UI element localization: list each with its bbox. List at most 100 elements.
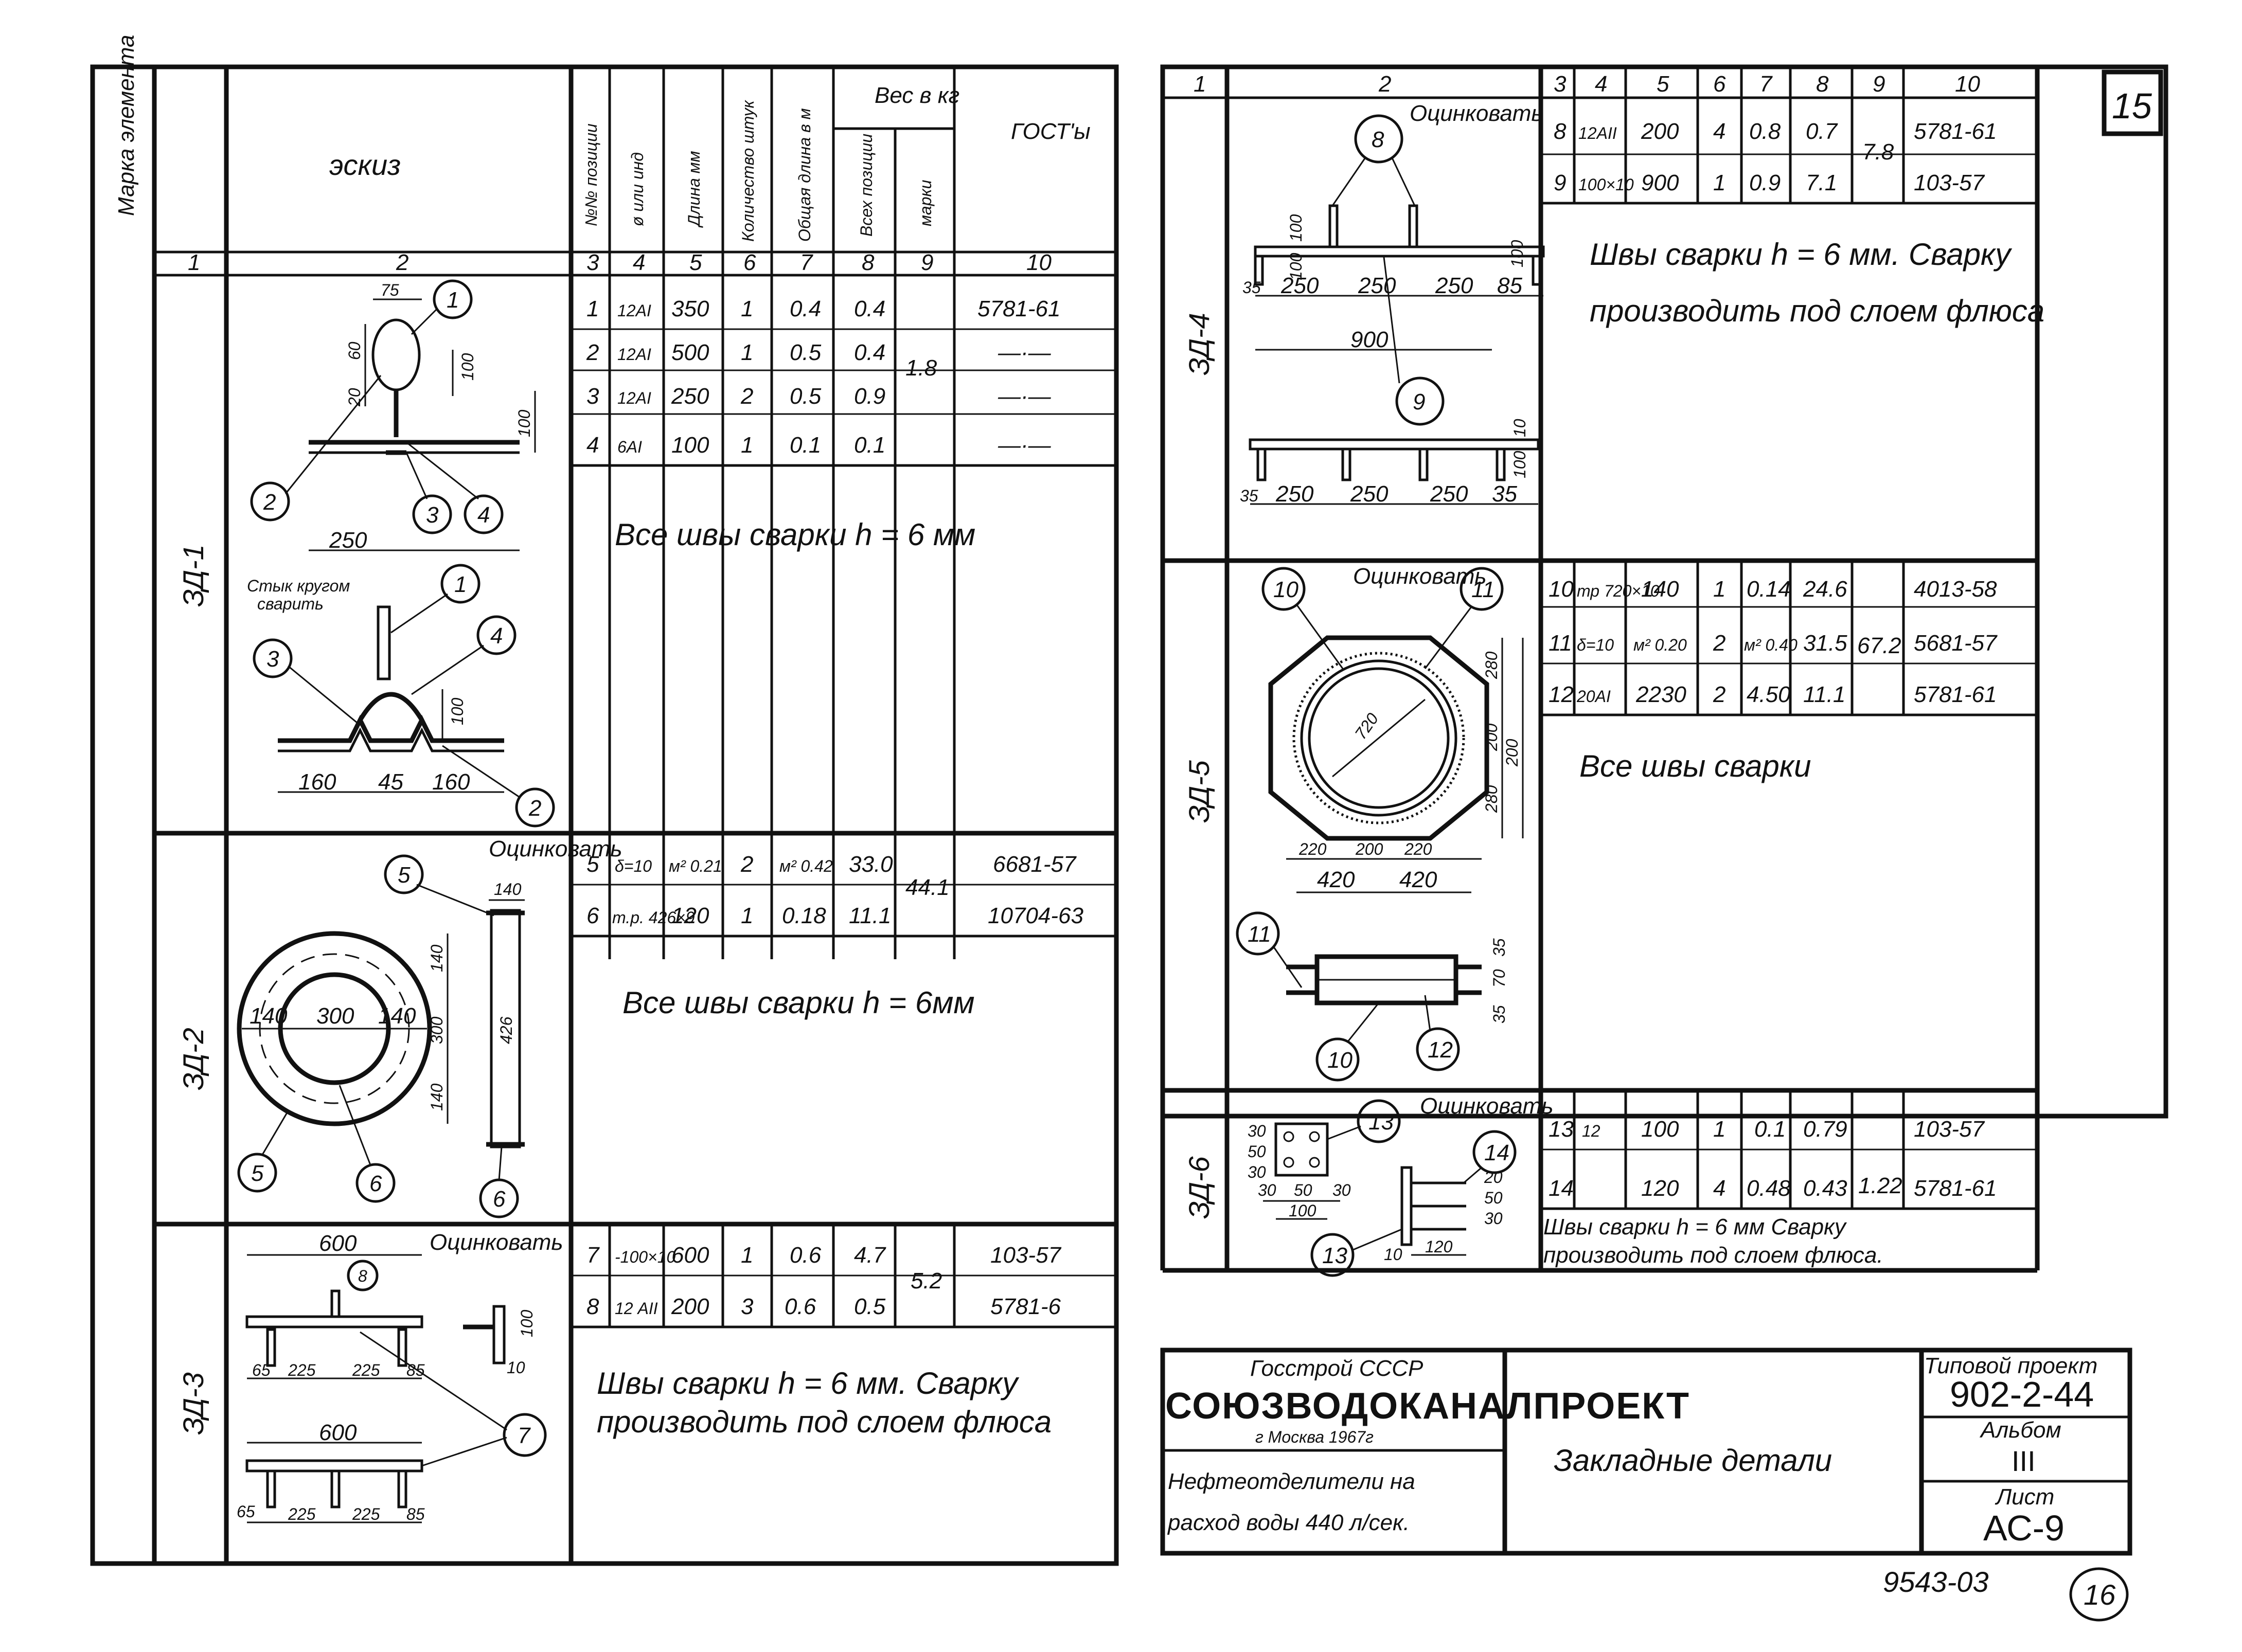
- col-num-8: 8: [862, 250, 875, 275]
- svg-text:3: 3: [586, 384, 599, 409]
- zd6-table-rows: 13 12 100 1 0.1 0.79 103-57 14 120 4 0.4…: [1549, 1117, 1997, 1201]
- svg-text:300: 300: [428, 1016, 446, 1044]
- col-num-4: 4: [633, 250, 645, 275]
- zd2-weld-note: Все швы сварки h = 6мм: [622, 985, 975, 1020]
- svg-text:100: 100: [1508, 240, 1526, 267]
- zd2-galvanize-label: Оцинковать: [489, 836, 622, 861]
- svg-text:120: 120: [1641, 1176, 1679, 1201]
- col-num-2: 2: [396, 250, 408, 275]
- col-num-10: 10: [1026, 250, 1052, 275]
- svg-text:0.6: 0.6: [790, 1243, 822, 1268]
- left-frame: [90, 64, 1119, 1566]
- svg-text:4.50: 4.50: [1747, 682, 1791, 707]
- svg-text:2: 2: [528, 796, 541, 821]
- right-page: [1160, 64, 2168, 1273]
- svg-text:35: 35: [1492, 481, 1517, 507]
- left-page: [90, 64, 1119, 1566]
- svg-text:31.5: 31.5: [1803, 631, 1847, 656]
- svg-text:12: 12: [1428, 1037, 1453, 1063]
- svg-text:103-57: 103-57: [990, 1243, 1062, 1268]
- mark-zd4: ЗД-4: [1183, 313, 1215, 375]
- svg-text:160: 160: [298, 769, 336, 795]
- table-row: 10 тр 720×10 140 1 0.14 24.6 4013-58: [1549, 577, 1997, 602]
- svg-text:0.4: 0.4: [790, 296, 821, 321]
- svg-text:350: 350: [671, 296, 709, 321]
- svg-text:250: 250: [671, 384, 709, 409]
- table-row: 4 6АI 100 1 0.1 0.1 —·—: [586, 433, 1052, 458]
- zd5-sketch: Оцинковать 720 280 200 280 200 220 200 2…: [1236, 564, 1524, 1082]
- mark-zd1: ЗД-1: [177, 544, 209, 607]
- zd6-sketch: Оцинковать 50 30 30 30 50 30 100 13 20 5…: [1248, 1093, 1554, 1277]
- zd6-weld-note-2: производить под слоем флюса.: [1543, 1243, 1883, 1268]
- svg-text:4: 4: [1713, 1176, 1725, 1201]
- svg-text:280: 280: [1482, 785, 1501, 813]
- header-qty: Количество штук: [739, 99, 757, 242]
- zd2-sketch: Оцинковать 140 300 140 140 300 140 426 1…: [237, 836, 622, 1218]
- svg-text:13: 13: [1549, 1117, 1574, 1142]
- svg-text:30: 30: [1248, 1122, 1266, 1140]
- table-row: 11 δ=10 м² 0.20 2 м² 0.40 31.5 5681-57: [1549, 631, 1998, 656]
- svg-text:13: 13: [1322, 1243, 1347, 1268]
- zd4-galvanize-label: Оцинковать: [1410, 101, 1543, 126]
- header-weight-mark: марки: [916, 179, 935, 226]
- zd3-table-rows: 7 -100×10 600 1 0.6 4.7 103-57 8 12 АII …: [586, 1243, 1062, 1319]
- svg-text:14: 14: [1549, 1176, 1574, 1201]
- svg-text:7: 7: [518, 1423, 531, 1448]
- svg-text:0.9: 0.9: [854, 384, 885, 409]
- svg-text:30: 30: [1248, 1163, 1266, 1181]
- svg-text:6: 6: [369, 1171, 382, 1196]
- svg-text:11: 11: [1248, 922, 1271, 947]
- svg-text:100: 100: [1287, 214, 1305, 242]
- table-row: 6 т.р. 426×9 120 1 0.18 11.1 10704-63: [586, 903, 1083, 928]
- svg-text:5781-61: 5781-61: [1914, 682, 1997, 707]
- svg-text:-100×10: -100×10: [615, 1248, 676, 1266]
- svg-text:3: 3: [741, 1294, 754, 1319]
- svg-text:140: 140: [428, 1083, 446, 1111]
- svg-text:9: 9: [1554, 170, 1566, 195]
- svg-text:100: 100: [1510, 451, 1529, 478]
- svg-text:8: 8: [1372, 127, 1384, 152]
- svg-text:4: 4: [477, 502, 490, 528]
- svg-text:δ=10: δ=10: [615, 857, 652, 875]
- svg-text:11.1: 11.1: [849, 903, 891, 928]
- svg-text:120: 120: [671, 903, 709, 928]
- svg-text:200: 200: [1503, 739, 1521, 767]
- svg-text:7: 7: [1759, 71, 1773, 97]
- svg-text:12АII: 12АII: [1578, 124, 1617, 142]
- svg-text:65: 65: [237, 1502, 255, 1521]
- svg-text:12: 12: [1549, 682, 1574, 707]
- svg-text:0.18: 0.18: [782, 903, 826, 928]
- sheet-number: 15: [2112, 86, 2152, 126]
- sheet-title: Закладные детали: [1554, 1443, 1832, 1478]
- svg-text:420: 420: [1399, 867, 1437, 892]
- svg-text:250: 250: [1358, 273, 1396, 298]
- next-sheet-circle: [2069, 1567, 2129, 1622]
- svg-text:1: 1: [741, 1243, 753, 1268]
- svg-text:1: 1: [447, 288, 459, 313]
- svg-text:2: 2: [586, 340, 599, 365]
- svg-text:100: 100: [518, 1309, 536, 1337]
- zd6-mark-weight: 1.22: [1858, 1173, 1902, 1198]
- svg-text:200: 200: [671, 1294, 709, 1319]
- svg-text:220: 220: [1298, 840, 1327, 858]
- sheet-label: Лист: [1995, 1484, 2054, 1510]
- svg-text:0.8: 0.8: [1749, 119, 1781, 144]
- table-row: 5 δ=10 м² 0.21 2 м² 0.42 33.0 6681-57: [586, 852, 1077, 877]
- header-gost: ГОСТ'ы: [1011, 119, 1091, 144]
- svg-text:3: 3: [426, 502, 439, 528]
- svg-text:200: 200: [1641, 119, 1679, 144]
- svg-text:1: 1: [741, 296, 753, 321]
- svg-text:280: 280: [1482, 651, 1501, 679]
- zd5-weld-note: Все швы сварки: [1579, 749, 1811, 783]
- zd6-weld-note-1: Швы сварки h = 6 мм Сварку: [1543, 1214, 1847, 1240]
- zd6-galvanize-label: Оцинковать: [1420, 1093, 1554, 1119]
- table-row: 13 12 100 1 0.1 0.79 103-57: [1549, 1117, 1985, 1142]
- svg-text:100: 100: [448, 697, 467, 725]
- svg-text:250: 250: [329, 528, 367, 553]
- right-frame: [1160, 64, 2168, 1119]
- svg-text:4: 4: [586, 433, 599, 458]
- svg-text:м² 0.21: м² 0.21: [669, 857, 722, 875]
- svg-text:0.4: 0.4: [854, 296, 885, 321]
- svg-text:δ=10: δ=10: [1577, 636, 1614, 654]
- svg-text:100×10: 100×10: [1578, 175, 1634, 194]
